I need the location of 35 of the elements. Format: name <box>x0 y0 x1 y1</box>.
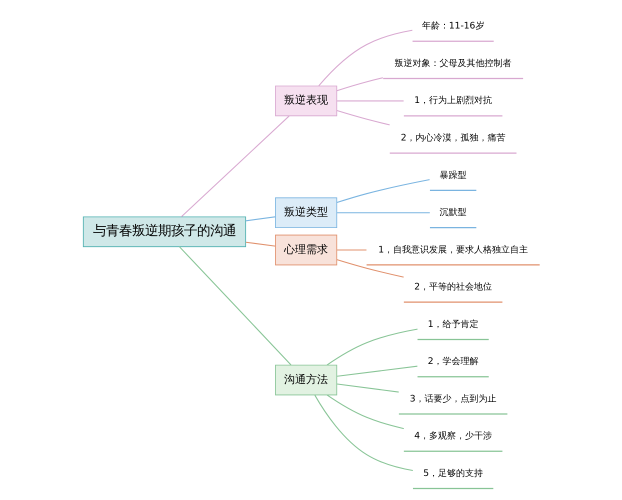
connector <box>180 116 290 218</box>
node-text: 4，多观察，少干涉 <box>414 432 492 442</box>
node-text: 2，内心冷漠，孤独，痛苦 <box>400 134 506 144</box>
node-box: 叛逆表现 <box>274 86 337 116</box>
connector <box>336 110 390 126</box>
node-text: 年龄：11-16岁 <box>421 22 484 32</box>
connector <box>336 366 417 377</box>
node-text: 1，行为上剧烈对抗 <box>414 96 492 106</box>
connector <box>336 77 383 92</box>
connector <box>336 100 404 102</box>
node-box: 叛逆类型 <box>274 197 337 228</box>
connector <box>318 30 412 86</box>
node-text: 3，话要少，点到为止 <box>409 394 496 404</box>
node-box: 与青春叛逆期孩子的沟通 <box>82 216 246 248</box>
connector <box>178 246 291 366</box>
node-text: 2，平等的社会地位 <box>414 282 492 293</box>
node-text: 5，足够的支持 <box>422 468 483 479</box>
connector <box>336 212 430 214</box>
connector <box>326 394 404 430</box>
connector <box>326 328 418 366</box>
connector <box>336 179 430 204</box>
connector <box>245 216 275 222</box>
connector <box>336 259 404 278</box>
connector <box>336 249 366 251</box>
connector <box>314 394 412 472</box>
node-text: 叛逆对象：父母及其他控制者 <box>394 58 512 69</box>
node-text: 1，给予肯定 <box>427 320 478 330</box>
node-box: 沟通方法 <box>274 364 337 396</box>
node-text: 2，学会理解 <box>427 357 478 368</box>
node-text: 1，自我意识发展，要求人格独立自主 <box>378 245 528 256</box>
connector <box>245 242 275 247</box>
connector <box>336 383 398 393</box>
node-text: 暴躁型 <box>439 170 466 181</box>
node-box: 心理需求 <box>274 234 337 266</box>
node-text: 沉默型 <box>439 208 466 218</box>
